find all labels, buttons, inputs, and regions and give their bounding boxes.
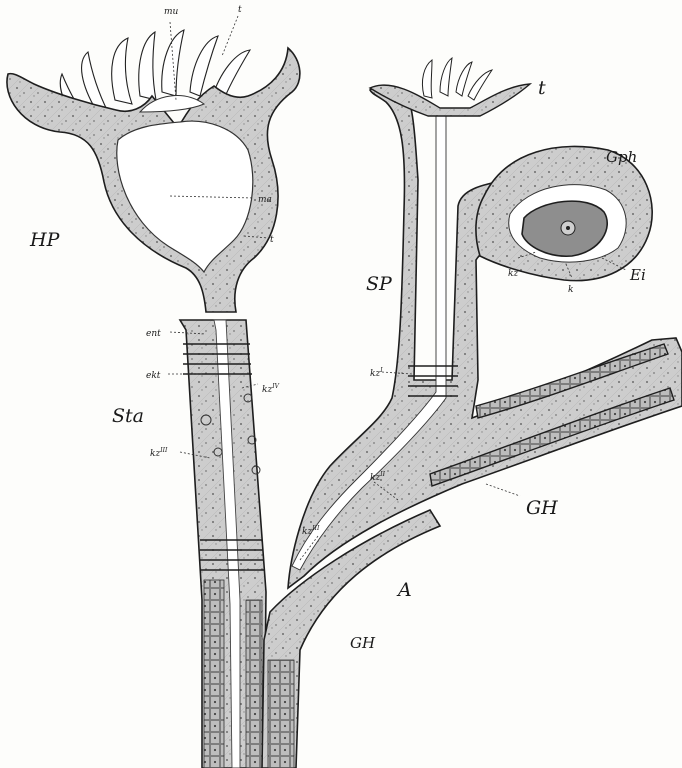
label-sp: SP — [366, 273, 393, 295]
label-kz-iii: kzIII — [150, 447, 168, 459]
label-gh-lower: GH — [350, 634, 376, 652]
sp-tentacles — [422, 58, 492, 100]
label-kz-i: kzI — [370, 367, 383, 379]
label-kz-gph: kz — [508, 269, 518, 279]
label-gph: Gph — [606, 148, 637, 166]
label-ekt: ekt — [146, 371, 161, 381]
label-ma: ma — [258, 195, 272, 205]
gonophore-gph — [476, 146, 652, 280]
polyp-sp — [288, 58, 682, 588]
label-sta: Sta — [112, 405, 144, 427]
label-ei: Ei — [629, 266, 646, 284]
label-hp: HP — [29, 229, 61, 251]
label-k: k — [568, 285, 573, 295]
label-t: t — [538, 77, 546, 99]
label-ect: t — [270, 235, 274, 245]
label-t-small: t — [238, 5, 242, 15]
stalk-sta — [180, 320, 266, 768]
hydranth-hp — [7, 30, 300, 312]
label-ent: ent — [146, 329, 161, 339]
label-mu: mu — [164, 7, 179, 17]
label-gh-upper: GH — [526, 497, 558, 519]
label-kz-iv: kzIV — [262, 383, 280, 395]
label-a: A — [396, 579, 412, 601]
